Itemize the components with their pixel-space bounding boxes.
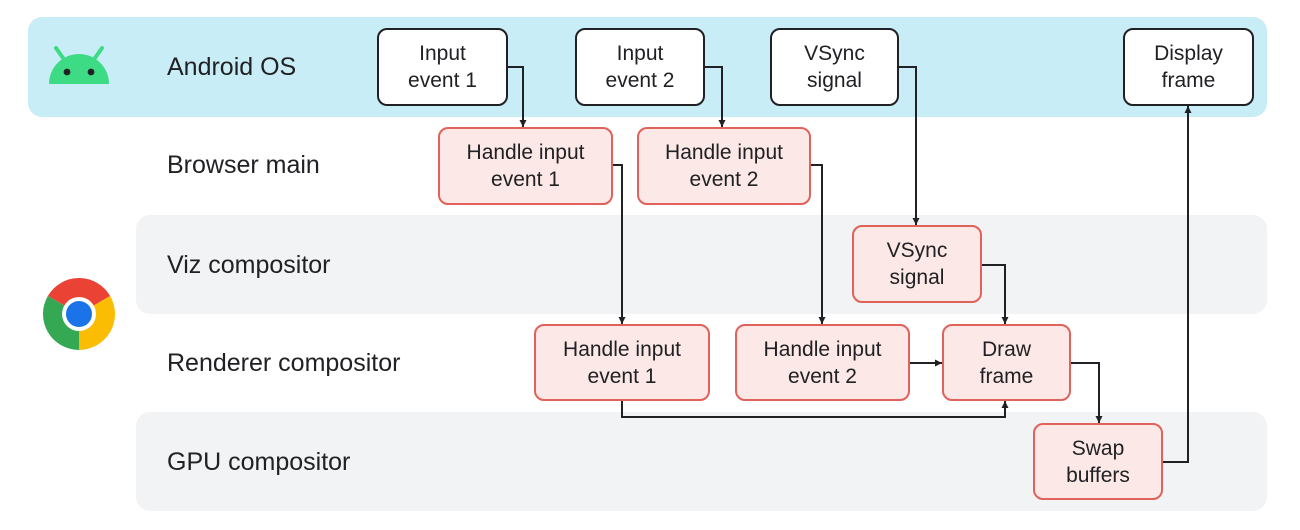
os-display-frame-box: Display frame — [1123, 28, 1254, 106]
lane-label-android-os: Android OS — [167, 53, 297, 81]
android-icon — [49, 46, 109, 84]
os-vsync-signal-box: VSync signal — [770, 28, 899, 106]
viz-compositor-lane-band — [136, 215, 1267, 314]
arrow-renderer-handle1-to-draw-frame — [621, 401, 1009, 418]
chrome-icon — [43, 278, 115, 350]
renderer-handle-input-event-1-box: Handle input event 1 — [534, 324, 710, 401]
lane-label-browser-main: Browser main — [167, 151, 320, 179]
lane-label-viz-compositor: Viz compositor — [167, 251, 331, 279]
gpu-swap-buffers-box: Swap buffers — [1033, 423, 1163, 500]
arrow-browser-handle2-to-renderer-handle2 — [811, 164, 826, 324]
viz-vsync-signal-box: VSync signal — [852, 225, 982, 303]
arrow-swap-buffers-to-display-frame — [1163, 106, 1192, 463]
arrow-browser-handle1-to-renderer-handle1 — [613, 164, 626, 324]
arrow-draw-frame-to-swap-buffers — [1071, 362, 1103, 423]
arrow-os-vsync-to-viz-vsync — [899, 66, 920, 225]
arrow-viz-vsync-to-draw-frame — [982, 264, 1009, 324]
browser-handle-input-event-1-box: Handle input event 1 — [438, 127, 613, 205]
arrow-os-input1-to-browser-handle1 — [508, 66, 527, 127]
os-input-event-2-box: Input event 2 — [575, 28, 705, 106]
browser-handle-input-event-2-box: Handle input event 2 — [637, 127, 811, 205]
renderer-handle-input-event-2-box: Handle input event 2 — [735, 324, 910, 401]
lane-label-gpu-compositor: GPU compositor — [167, 448, 351, 476]
renderer-draw-frame-box: Draw frame — [942, 324, 1071, 401]
arrow-os-input2-to-browser-handle2 — [705, 66, 726, 127]
lane-label-renderer-compositor: Renderer compositor — [167, 349, 401, 377]
os-input-event-1-box: Input event 1 — [377, 28, 508, 106]
